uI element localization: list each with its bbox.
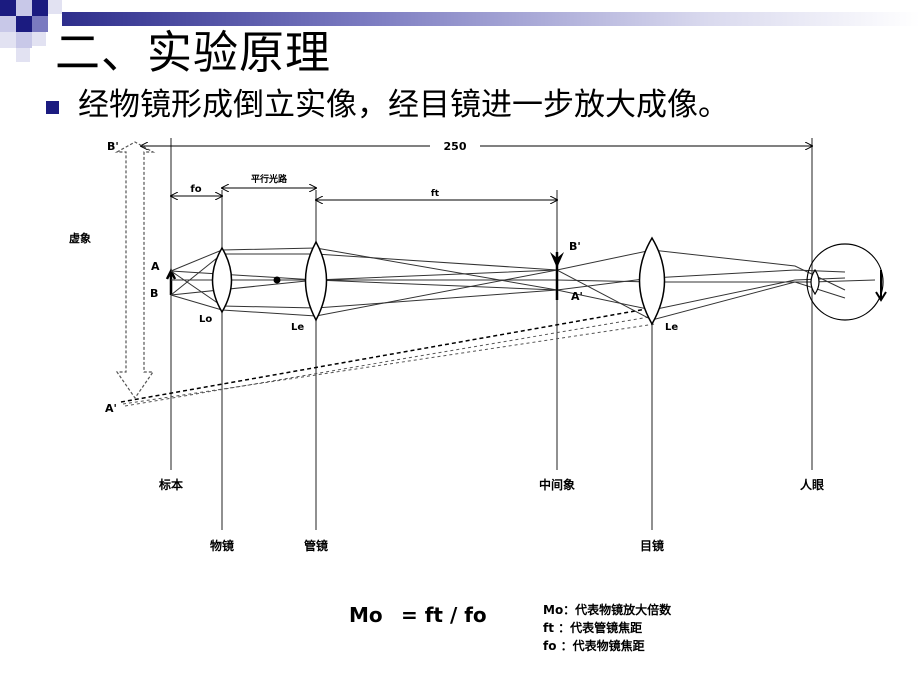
b-label: B bbox=[150, 287, 158, 300]
corner-square-11 bbox=[16, 48, 30, 62]
b-virtual-label: B' bbox=[107, 140, 119, 153]
b-intermediate-label: B' bbox=[569, 240, 581, 253]
eyepiece-lens-label: Le bbox=[665, 322, 678, 333]
eye-caption: 人眼 bbox=[800, 477, 824, 492]
formula-rhs: = ft / fo bbox=[401, 603, 487, 627]
eye-ball bbox=[806, 243, 884, 321]
corner-square-2 bbox=[16, 0, 32, 16]
corner-square-9 bbox=[0, 32, 16, 48]
corner-square-5 bbox=[0, 16, 16, 32]
tube-lens-label: Le bbox=[291, 322, 304, 333]
virtual-ray-1 bbox=[120, 307, 653, 403]
objective-caption: 物镜 bbox=[210, 538, 234, 553]
ft-label: ft bbox=[431, 189, 440, 199]
corner-square-7 bbox=[32, 16, 48, 32]
tube-lens bbox=[304, 240, 328, 322]
distance-250-label: 250 bbox=[444, 140, 467, 153]
virtual-image-arrow bbox=[114, 141, 156, 400]
bullet-square-icon bbox=[46, 101, 59, 114]
intermediate-arrow-head bbox=[550, 252, 564, 268]
fo-label: fo bbox=[190, 184, 201, 195]
corner-square-4 bbox=[48, 0, 62, 14]
objective-lens bbox=[211, 246, 233, 314]
intermediate-caption: 中间象 bbox=[539, 477, 575, 492]
eye-lens bbox=[810, 268, 820, 296]
legend-line-3: fo ：代表物镜焦距 bbox=[543, 638, 645, 653]
ray-bundle bbox=[170, 247, 876, 321]
corner-square-1 bbox=[0, 0, 16, 16]
corner-square-8 bbox=[16, 32, 32, 48]
virtual-ray-3 bbox=[122, 323, 656, 405]
retina-image-arrow bbox=[875, 270, 887, 302]
corner-square-3 bbox=[32, 0, 48, 16]
eyepiece-lens bbox=[638, 236, 666, 326]
objective-lens-label: Lo bbox=[199, 314, 212, 325]
parallel-label: 平行光路 bbox=[251, 173, 288, 185]
specimen-caption: 标本 bbox=[158, 477, 183, 492]
a-virtual-label: A' bbox=[105, 402, 117, 415]
a-label: A bbox=[151, 260, 160, 273]
tube-caption: 管镜 bbox=[304, 538, 328, 553]
slide-title: 二、实验原理 bbox=[55, 26, 332, 79]
eyepiece-caption: 目镜 bbox=[640, 538, 664, 553]
focal-point bbox=[273, 276, 281, 284]
object-arrow bbox=[165, 268, 177, 295]
corner-square-6 bbox=[16, 16, 32, 32]
header-gradient-bar bbox=[62, 12, 920, 26]
virtual-ray-2 bbox=[124, 315, 656, 407]
microscope-optics-diagram: 250 fo 平行光路 ft B' 虚象 A' A B Lo Le B' A' … bbox=[55, 130, 895, 665]
bullet-text: 经物镜形成倒立实像，经目镜进一步放大成像。 bbox=[78, 87, 729, 123]
formula-lhs: Mo bbox=[349, 603, 383, 627]
virtual-image-label: 虚象 bbox=[69, 231, 91, 245]
corner-square-10 bbox=[32, 32, 46, 46]
legend-line-1: Mo：代表物镜放大倍数 bbox=[543, 602, 672, 617]
legend-line-2: ft ：代表管镜焦距 bbox=[543, 620, 642, 635]
a-intermediate-label: A' bbox=[571, 290, 583, 303]
